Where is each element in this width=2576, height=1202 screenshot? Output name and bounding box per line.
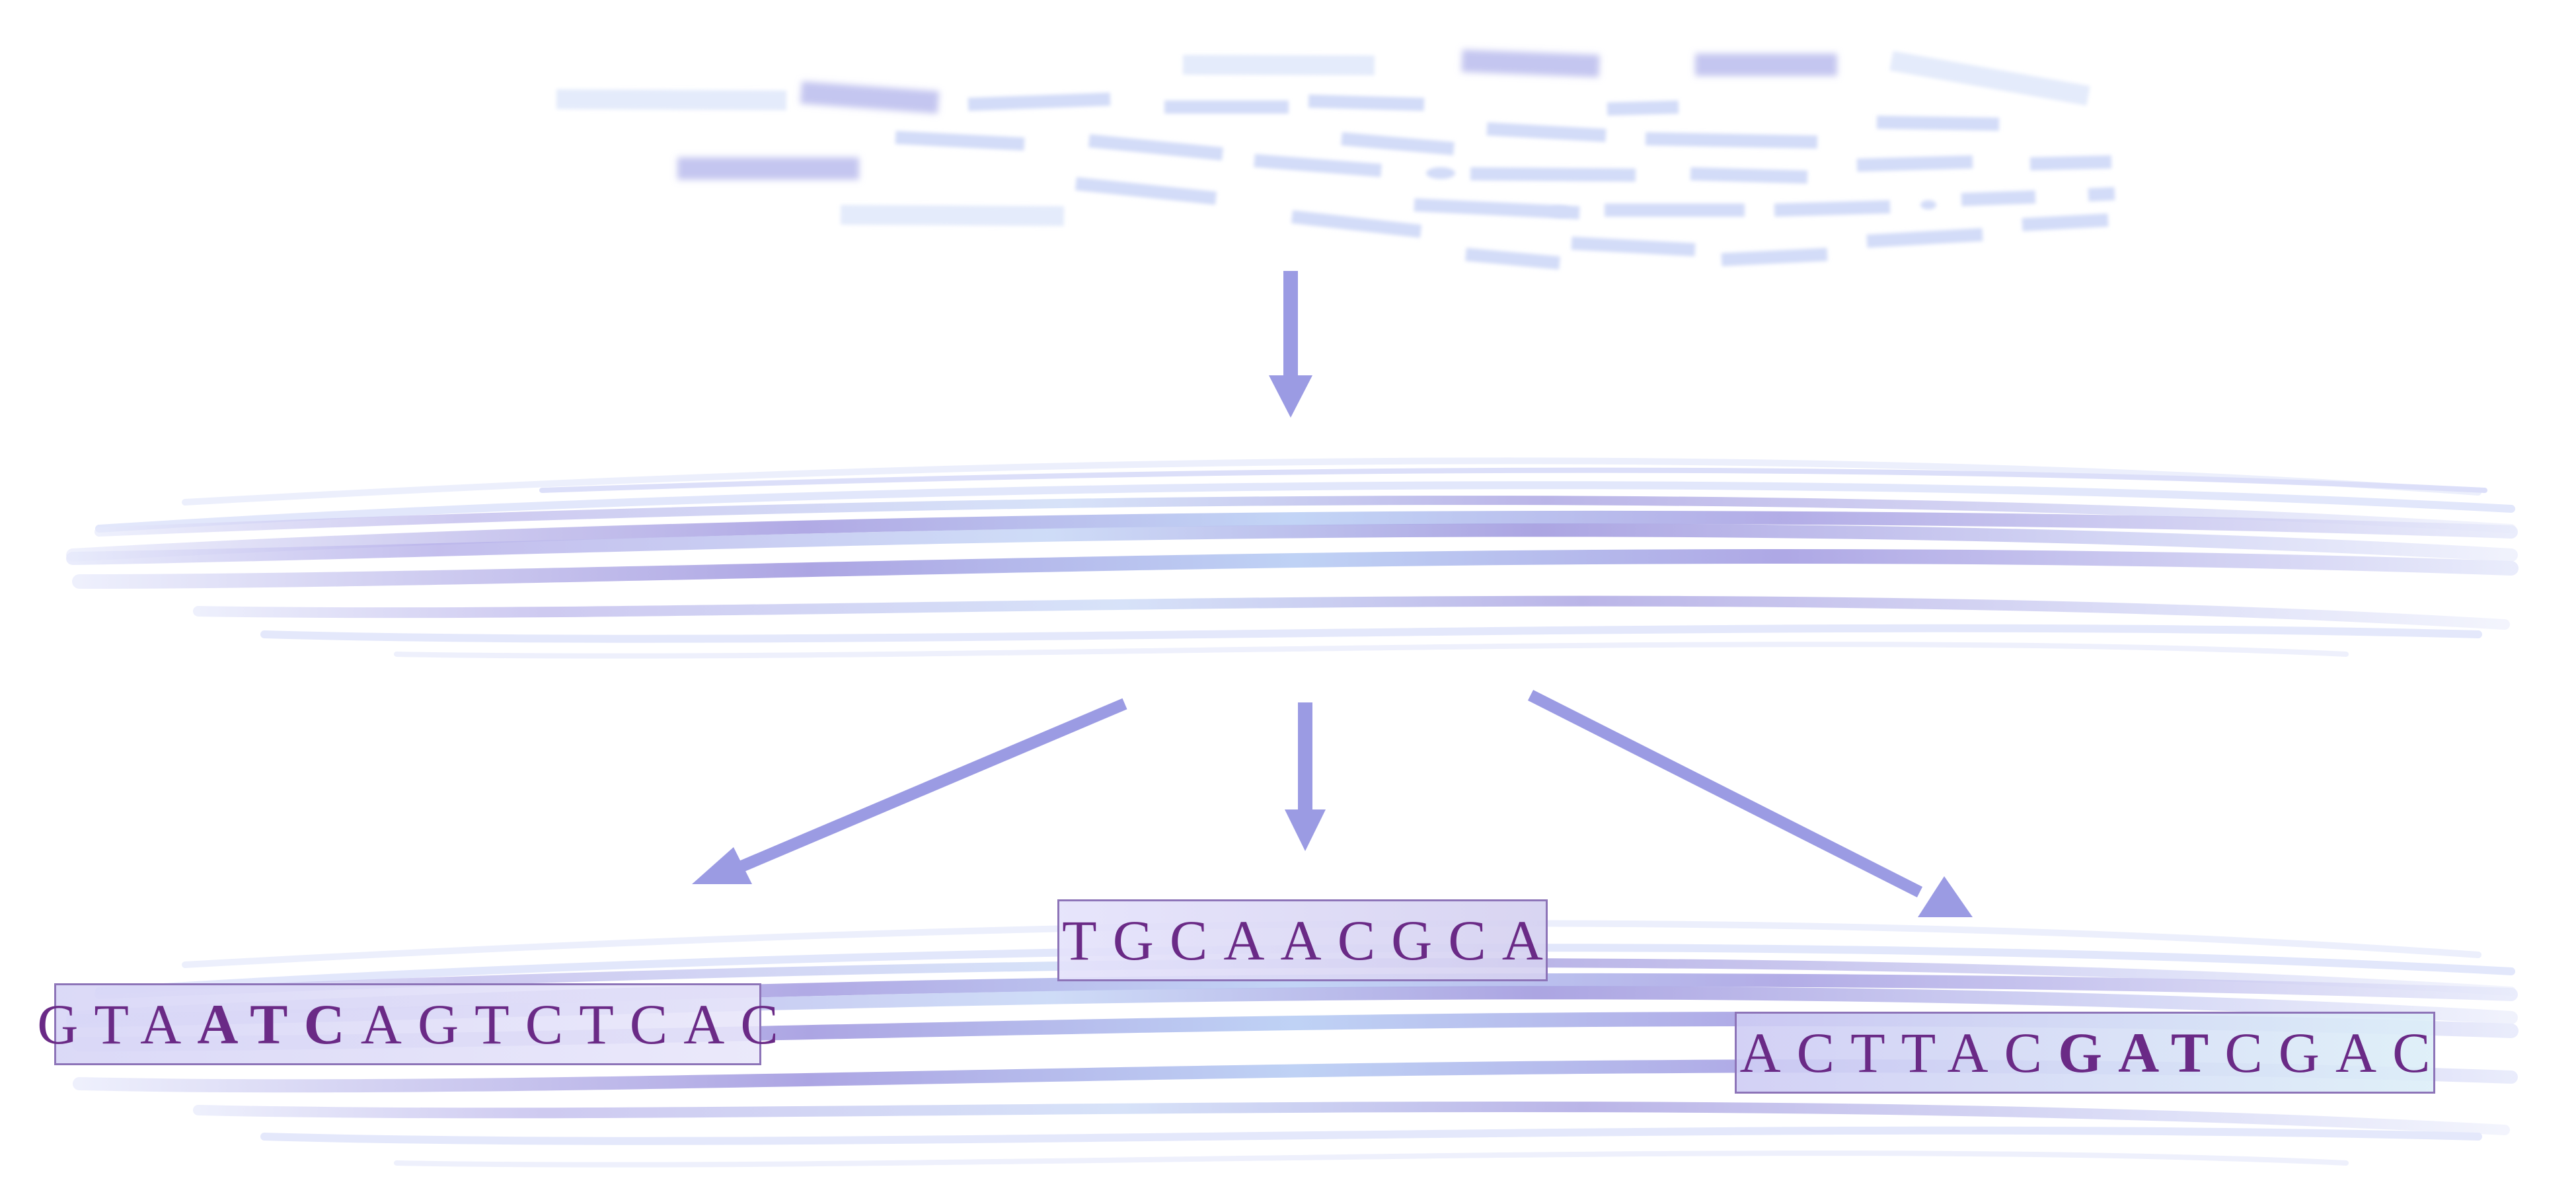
sequence-left-highlight: ATC (197, 993, 361, 1056)
sequence-middle-text: TGCAACGCA (1062, 909, 1559, 972)
sequence-left-pre: GTA (37, 993, 198, 1056)
arrow-down-center (1285, 702, 1326, 851)
sequence-box-right: ACTTACGATCGAC (1735, 1012, 2435, 1094)
sequence-box-left: GTAATCAGTCTCAC (37, 983, 778, 1065)
arrow-down-top (1269, 271, 1312, 418)
sequence-right-highlight: GAT (2058, 1021, 2225, 1084)
sequence-left-text: GTAATCAGTCTCAC (21, 991, 794, 1057)
sequence-right-text: ACTTACGATCGAC (1724, 1020, 2446, 1086)
arrow-down-left (692, 698, 1127, 884)
sequence-right-post: CGAC (2224, 1021, 2446, 1084)
assembled-genome-strands (66, 457, 2519, 659)
short-reads-fragments (556, 50, 2115, 270)
arrow-down-right (1527, 689, 1973, 917)
sequence-left-post: AGTCTCAC (360, 993, 794, 1056)
sequence-right-pre: ACTTAC (1739, 1021, 2059, 1084)
sequence-box-middle: TGCAACGCA (1057, 899, 1548, 981)
